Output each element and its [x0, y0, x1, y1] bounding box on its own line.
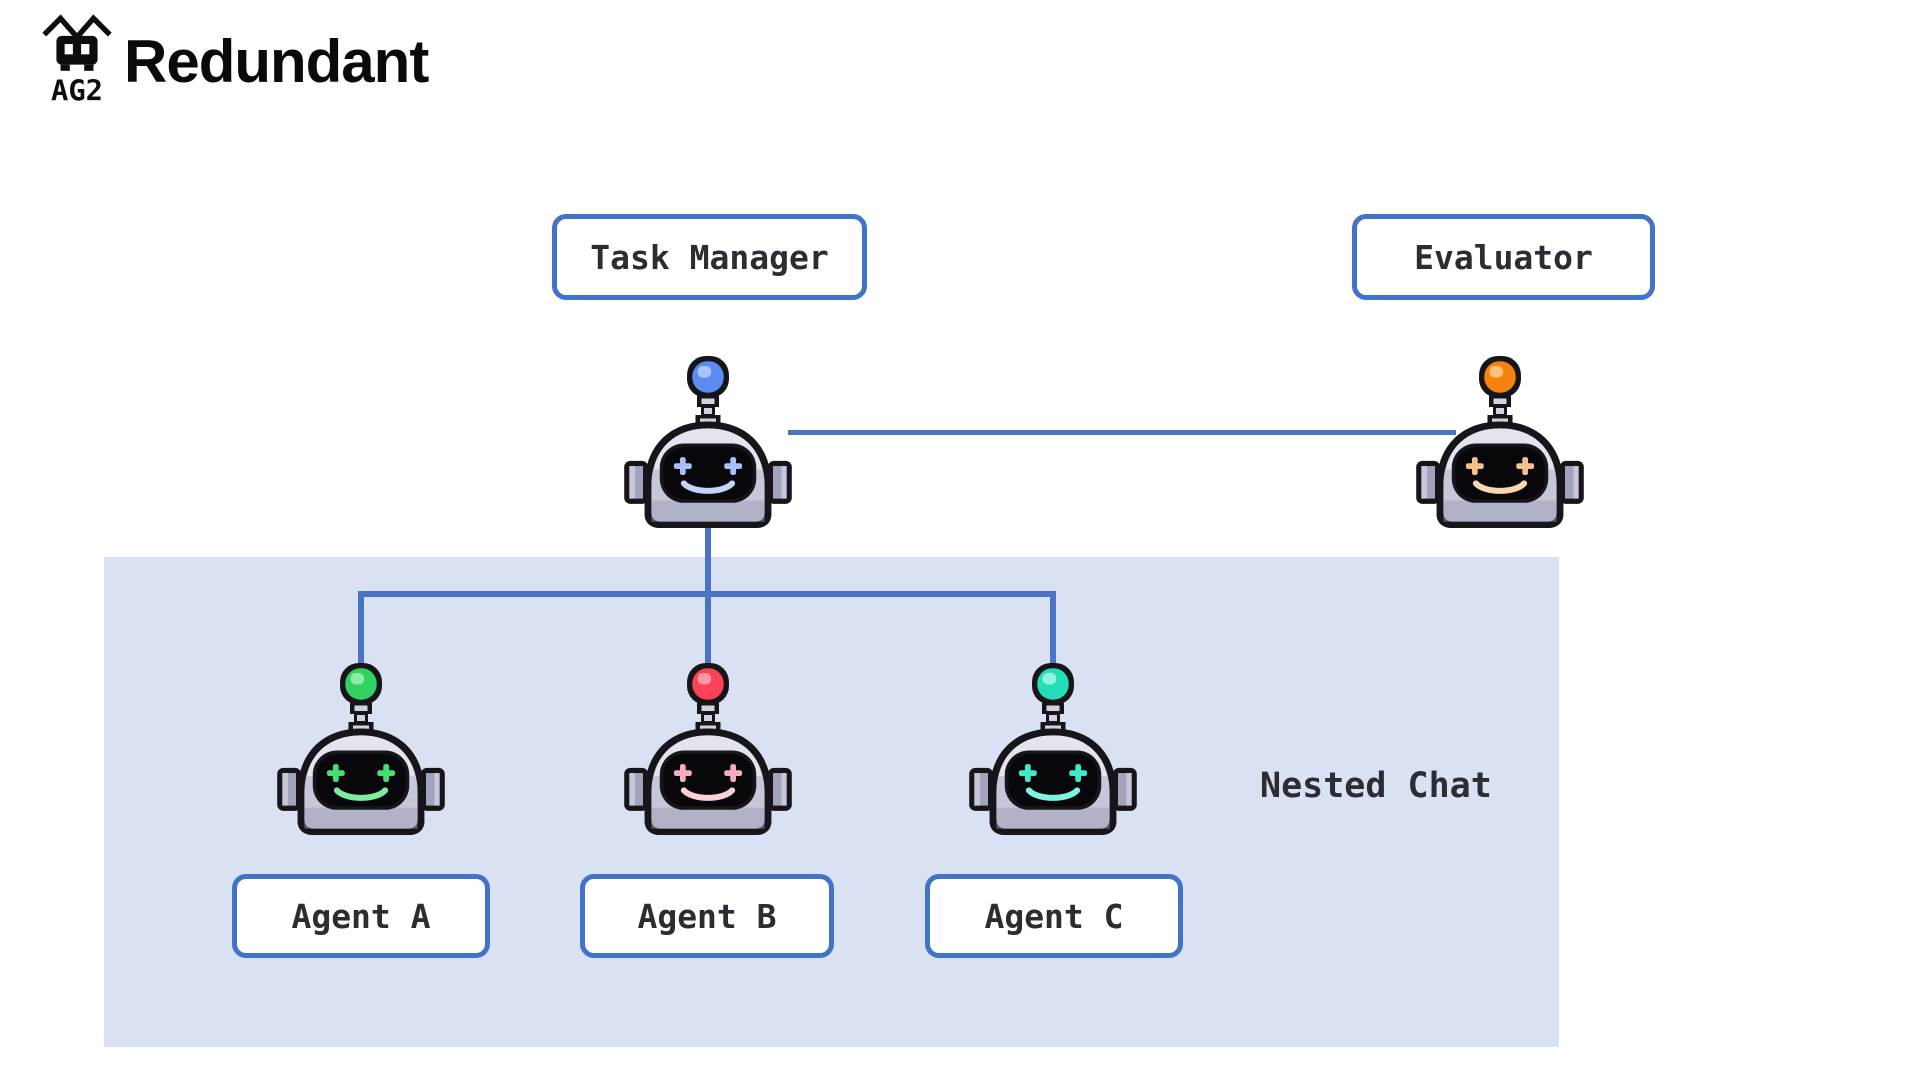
- ag2-logo-text: AG2: [51, 74, 103, 107]
- evaluator-node-label: Evaluator: [1352, 214, 1655, 300]
- agent-c-node-label: Agent C: [925, 874, 1183, 958]
- connector-drop-agent-c: [1050, 591, 1056, 669]
- evaluator-robot-icon: [1416, 356, 1584, 529]
- task-manager-robot-icon: [624, 356, 792, 529]
- agent-b-node-label: Agent B: [580, 874, 834, 958]
- connector-drop-agent-b: [705, 591, 711, 669]
- nested-chat-label: Nested Chat: [1260, 766, 1492, 806]
- connector-task-manager-down: [705, 510, 711, 594]
- connector-drop-agent-a: [358, 591, 364, 669]
- agent-b-robot-icon: [624, 663, 792, 836]
- ag2-logo-icon: AG2: [42, 14, 112, 107]
- task-manager-node-label: Task Manager: [552, 214, 867, 300]
- agent-c-robot-icon: [969, 663, 1137, 836]
- agent-a-node-label: Agent A: [232, 874, 490, 958]
- page-title: Redundant: [124, 28, 429, 95]
- connector-task-manager-evaluator: [788, 430, 1456, 435]
- agent-a-robot-icon: [277, 663, 445, 836]
